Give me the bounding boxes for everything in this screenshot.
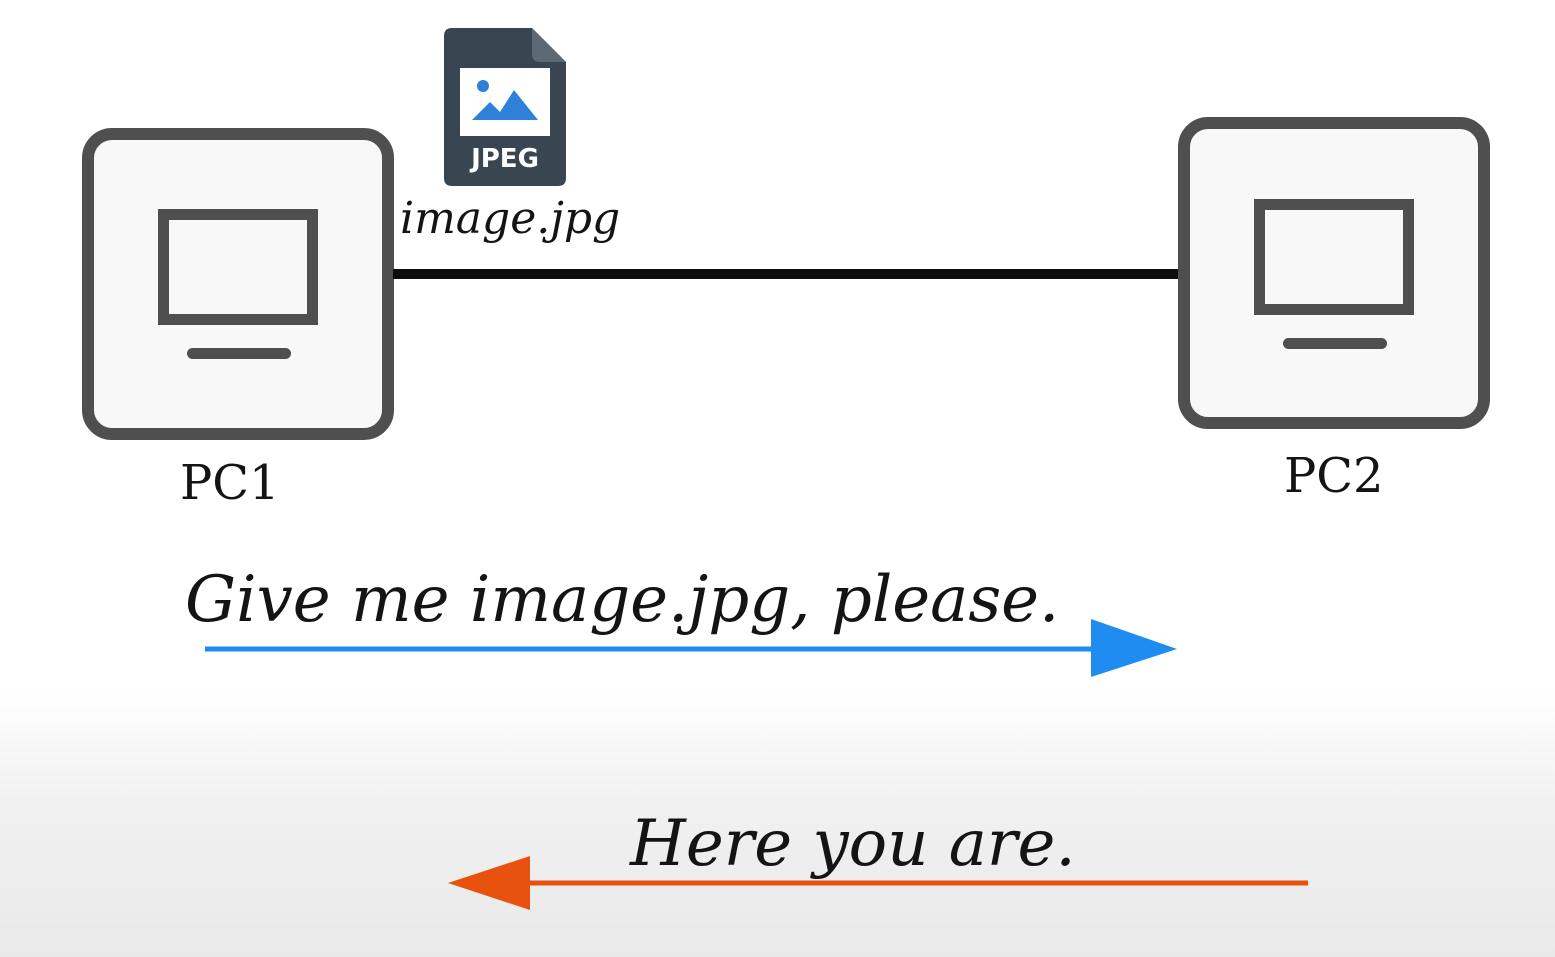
network-link xyxy=(393,269,1180,279)
pc1-node xyxy=(82,128,394,440)
monitor-stand xyxy=(187,348,291,359)
pc1-label: PC1 xyxy=(180,455,280,511)
pc2-node xyxy=(1178,117,1490,429)
file-badge: JPEG xyxy=(469,144,539,174)
pc2-label: PC2 xyxy=(1284,448,1384,504)
request-message: Give me image.jpg, please. xyxy=(185,563,1060,637)
computer-monitor-icon xyxy=(1254,199,1414,315)
jpeg-file-icon: JPEG xyxy=(444,28,566,186)
monitor-stand xyxy=(1283,338,1387,349)
reply-message: Here you are. xyxy=(630,807,1076,881)
computer-monitor-icon xyxy=(158,209,318,325)
file-name-label: image.jpg xyxy=(400,193,621,244)
reply-arrow xyxy=(448,856,1308,910)
request-arrow xyxy=(205,619,1177,677)
